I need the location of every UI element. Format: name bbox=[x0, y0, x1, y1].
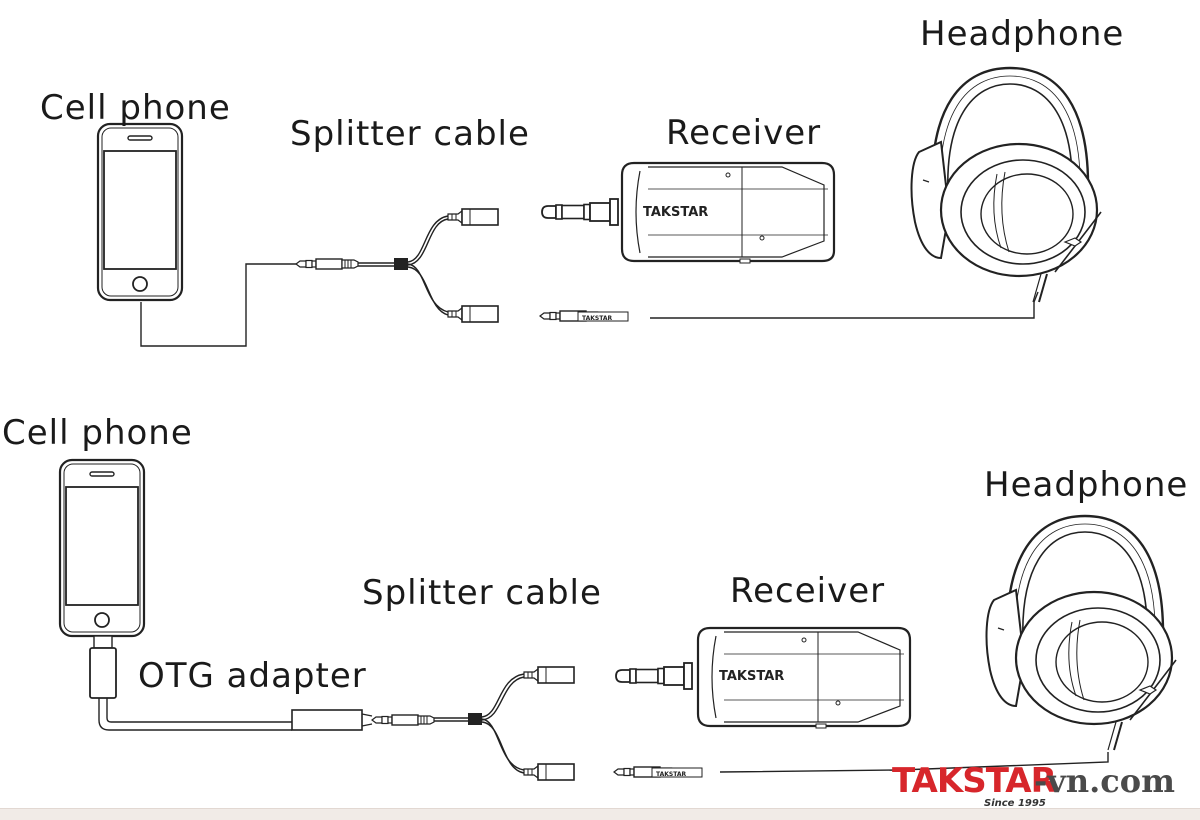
bottom-cell-phone-icon bbox=[58, 458, 146, 638]
bottom-headphone-label: Headphone bbox=[984, 465, 1189, 505]
top-headphone-label: Headphone bbox=[920, 14, 1125, 54]
otg-female-socket-icon bbox=[291, 709, 363, 731]
top-splitter-label: Splitter cable bbox=[290, 114, 530, 154]
bottom-cell-phone-label: Cell phone bbox=[2, 413, 193, 453]
bottom-otg-label: OTG adapter bbox=[138, 656, 367, 696]
top-headphone-icon bbox=[910, 66, 1103, 304]
top-receiver-brand: TAKSTAR bbox=[643, 205, 708, 220]
bottom-diagram: TAKSTAR TAKSTAR bbox=[58, 458, 1178, 781]
top-jack-headphone-icon bbox=[447, 305, 499, 323]
bottom-headphone-icon bbox=[985, 514, 1178, 752]
top-diagram: TAKSTAR TAKSTAR bbox=[96, 66, 1103, 347]
top-splitter-yoke-icon bbox=[394, 258, 408, 270]
top-cell-phone-icon bbox=[96, 122, 184, 302]
otg-adapter-icon bbox=[89, 647, 117, 699]
bottom-splitter-yoke-icon bbox=[468, 713, 482, 725]
watermark: TAKSTAR -vn.com Since 1995 bbox=[892, 761, 1175, 809]
bottom-splitter-label: Splitter cable bbox=[362, 573, 602, 613]
top-jack-mic-icon bbox=[447, 208, 499, 226]
bottom-jack-mic-icon bbox=[523, 666, 575, 684]
top-plug-brand: TAKSTAR bbox=[582, 315, 613, 322]
top-receiver-label: Receiver bbox=[666, 113, 822, 153]
bottom-jack-headphone-icon bbox=[523, 763, 575, 781]
watermark-tagline: Since 1995 bbox=[984, 798, 1046, 809]
top-phone-cable bbox=[140, 263, 296, 347]
watermark-domain: -vn.com bbox=[1034, 762, 1175, 800]
top-splitter-plug-icon bbox=[295, 258, 359, 270]
top-receiver-plug-icon bbox=[541, 198, 619, 226]
top-cell-phone-label: Cell phone bbox=[40, 88, 231, 128]
watermark-brand: TAKSTAR bbox=[892, 761, 1057, 801]
bottom-splitter-plug-icon bbox=[371, 714, 435, 726]
bottom-receiver-plug-icon bbox=[615, 662, 693, 690]
bottom-receiver-label: Receiver bbox=[730, 571, 886, 611]
bottom-receiver-brand: TAKSTAR bbox=[719, 669, 784, 684]
bottom-band bbox=[0, 808, 1200, 820]
bottom-plug-brand: TAKSTAR bbox=[656, 771, 687, 778]
